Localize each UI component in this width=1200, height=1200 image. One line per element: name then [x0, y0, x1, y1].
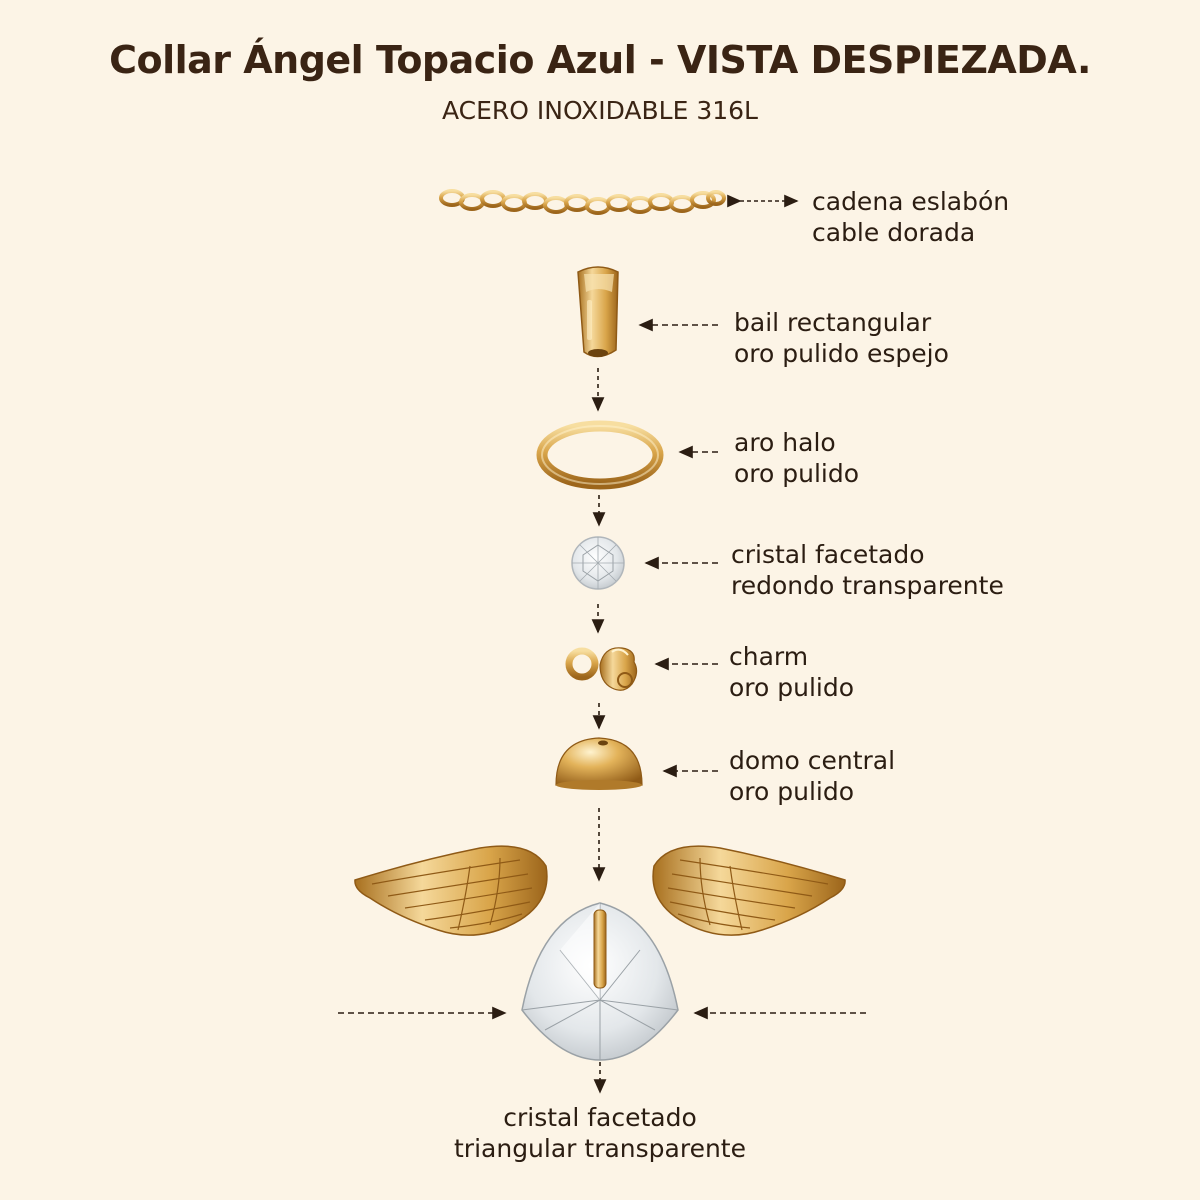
charm-label-line2: oro pulido: [729, 673, 855, 702]
halo-label-line2: oro pulido: [734, 459, 860, 488]
round-crystal-icon: [571, 536, 625, 590]
charm-label: charm oro pulido: [729, 641, 854, 703]
bail-label: bail rectangular oro pulido espejo: [734, 307, 949, 369]
halo-label: aro halo oro pulido: [734, 427, 859, 489]
bail-label-line1: bail rectangular: [734, 308, 932, 337]
triangle-crystal-label-line2: triangular transparente: [454, 1134, 746, 1163]
round-crystal-label-line2: redondo transparente: [731, 571, 1004, 600]
chain-label-line1: cadena eslabón: [812, 187, 1010, 216]
charm-label-line1: charm: [729, 642, 809, 671]
round-crystal-label-line1: cristal facetado: [731, 540, 925, 569]
halo-label-line1: aro halo: [734, 428, 836, 457]
dome-label-line2: oro pulido: [729, 777, 855, 806]
triangle-crystal-icon: [521, 902, 679, 1061]
dome-label: domo central oro pulido: [729, 745, 895, 807]
diagram-title: Collar Ángel Topacio Azul - VISTA DESPIE…: [109, 38, 1091, 82]
left-wing-icon: [354, 845, 548, 936]
triangle-crystal-label-line1: cristal facetado: [503, 1103, 697, 1132]
triangle-crystal-label: cristal facetado triangular transparente: [400, 1102, 800, 1164]
diagram-subtitle: ACERO INOXIDABLE 316L: [442, 96, 758, 125]
charm-icon: [565, 647, 638, 691]
halo-ring-icon: [536, 420, 664, 490]
chain-label-line2: cable dorada: [812, 218, 976, 247]
bail-label-line2: oro pulido espejo: [734, 339, 949, 368]
chain-icon: [439, 189, 726, 215]
dome-label-line1: domo central: [729, 746, 896, 775]
bail-icon: [577, 266, 619, 358]
round-crystal-label: cristal facetado redondo transparente: [731, 539, 1004, 601]
chain-label: cadena eslabón cable dorada: [812, 186, 1009, 248]
dome-icon: [555, 737, 643, 790]
right-wing-icon: [652, 845, 846, 936]
